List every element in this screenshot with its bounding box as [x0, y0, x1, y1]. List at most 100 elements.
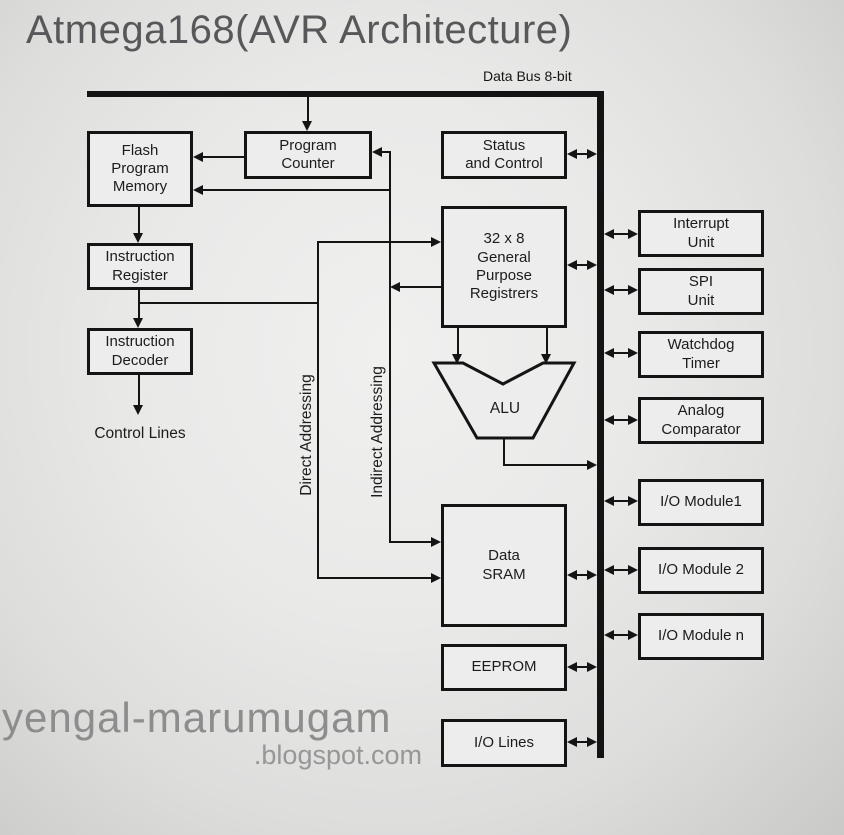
general-purpose-registers-box: 32 x 8 General Purpose Registrers	[441, 206, 567, 328]
instruction-register-box: Instruction Register	[87, 243, 193, 290]
line-indirect-to-flash	[202, 189, 391, 191]
line-ir-branch	[139, 302, 319, 304]
biarrow-line	[614, 500, 628, 502]
biarrow-line	[614, 419, 628, 421]
biarrow-line	[577, 153, 587, 155]
biarrow-eeprom-bus	[567, 662, 597, 672]
data-bus-horizontal-line	[87, 91, 603, 97]
arrowhead-left-icon	[193, 152, 203, 162]
analog-comparator-box: Analog Comparator	[638, 397, 764, 444]
arrowhead-left-icon	[567, 662, 577, 672]
spi-unit-box: SPI Unit	[638, 268, 764, 315]
line-registers-to-alu-right	[546, 328, 548, 355]
line-ir-to-decoder	[138, 290, 140, 319]
arrowhead-left-icon	[372, 147, 382, 157]
biarrow-line	[614, 352, 628, 354]
page-title: Atmega168(AVR Architecture)	[26, 8, 573, 52]
biarrow-bus-watchdog	[604, 348, 638, 358]
line-direct-to-sram	[317, 577, 431, 579]
watchdog-timer-box: Watchdog Timer	[638, 331, 764, 378]
instruction-decoder-box: Instruction Decoder	[87, 328, 193, 375]
arrowhead-left-icon	[567, 570, 577, 580]
biarrow-sram-bus	[567, 570, 597, 580]
arrowhead-left-icon	[604, 496, 614, 506]
biarrow-line	[614, 233, 628, 235]
direct-addressing-line	[317, 242, 319, 579]
biarrow-bus-spi	[604, 285, 638, 295]
line-registers-to-alu-left	[457, 328, 459, 355]
line-decoder-to-control	[138, 375, 140, 406]
biarrow-bus-iomodulen	[604, 630, 638, 640]
arrowhead-down-icon	[302, 121, 312, 131]
flash-program-memory-box: Flash Program Memory	[87, 131, 193, 207]
indirect-addressing-line	[389, 152, 391, 543]
arrowhead-right-icon	[431, 573, 441, 583]
arrowhead-right-icon	[628, 348, 638, 358]
arrowhead-right-icon	[628, 565, 638, 575]
arrowhead-left-icon	[604, 630, 614, 640]
arrowhead-right-icon	[628, 496, 638, 506]
arrowhead-right-icon	[431, 237, 441, 247]
indirect-addressing-label: Indirect Addressing	[369, 366, 386, 498]
arrowhead-right-icon	[587, 662, 597, 672]
biarrow-line	[577, 741, 587, 743]
line-pc-to-flash	[202, 156, 244, 158]
biarrow-registers-bus	[567, 260, 597, 270]
data-sram-box: Data SRAM	[441, 504, 567, 627]
arrowhead-left-icon	[567, 737, 577, 747]
biarrow-status-bus	[567, 149, 597, 159]
io-module-2-box: I/O Module 2	[638, 547, 764, 594]
biarrow-bus-iomodule2	[604, 565, 638, 575]
biarrow-line	[614, 289, 628, 291]
alu-trapezoid	[431, 361, 577, 440]
direct-addressing-label: Direct Addressing	[298, 374, 315, 496]
arrowhead-right-icon	[587, 149, 597, 159]
watermark-blog-name: yengal-marumugam	[2, 694, 392, 741]
arrowhead-left-icon	[604, 415, 614, 425]
biarrow-line	[614, 634, 628, 636]
interrupt-unit-box: Interrupt Unit	[638, 210, 764, 257]
biarrow-line	[577, 574, 587, 576]
data-bus-vertical-line	[597, 91, 604, 758]
biarrow-bus-iomodule1	[604, 496, 638, 506]
arrowhead-left-icon	[604, 348, 614, 358]
arrowhead-down-icon	[133, 405, 143, 415]
arrowhead-left-icon	[604, 565, 614, 575]
alu-label: ALU	[490, 400, 520, 417]
biarrow-bus-interrupt	[604, 229, 638, 239]
arrowhead-right-icon	[628, 285, 638, 295]
biarrow-line	[577, 666, 587, 668]
line-alu-out-vertical	[503, 438, 505, 466]
line-flash-to-ir	[138, 207, 140, 234]
arrowhead-right-icon	[587, 737, 597, 747]
arrowhead-right-icon	[628, 229, 638, 239]
control-lines-label: Control Lines	[94, 425, 186, 442]
line-bus-to-pc	[307, 96, 309, 122]
biarrow-line	[614, 569, 628, 571]
arrowhead-left-icon	[193, 185, 203, 195]
biarrow-iolines-bus	[567, 737, 597, 747]
biarrow-line	[577, 264, 587, 266]
line-indirect-to-pc	[381, 151, 391, 153]
status-and-control-box: Status and Control	[441, 131, 567, 179]
io-lines-box: I/O Lines	[441, 719, 567, 767]
program-counter-box: Program Counter	[244, 131, 372, 179]
arrowhead-left-icon	[604, 229, 614, 239]
line-registers-to-indirect	[399, 286, 441, 288]
arrowhead-right-icon	[587, 460, 597, 470]
eeprom-box: EEPROM	[441, 644, 567, 691]
line-indirect-to-sram	[389, 541, 432, 543]
arrowhead-right-icon	[628, 415, 638, 425]
line-direct-to-registers	[317, 241, 431, 243]
io-module-1-box: I/O Module1	[638, 479, 764, 526]
arrowhead-down-icon	[452, 354, 462, 364]
line-alu-out-horizontal	[503, 464, 588, 466]
arrowhead-right-icon	[431, 537, 441, 547]
arrowhead-down-icon	[133, 233, 143, 243]
arrowhead-right-icon	[587, 260, 597, 270]
arrowhead-right-icon	[628, 630, 638, 640]
arrowhead-left-icon	[567, 260, 577, 270]
arrowhead-left-icon	[567, 149, 577, 159]
io-module-n-box: I/O Module n	[638, 613, 764, 660]
